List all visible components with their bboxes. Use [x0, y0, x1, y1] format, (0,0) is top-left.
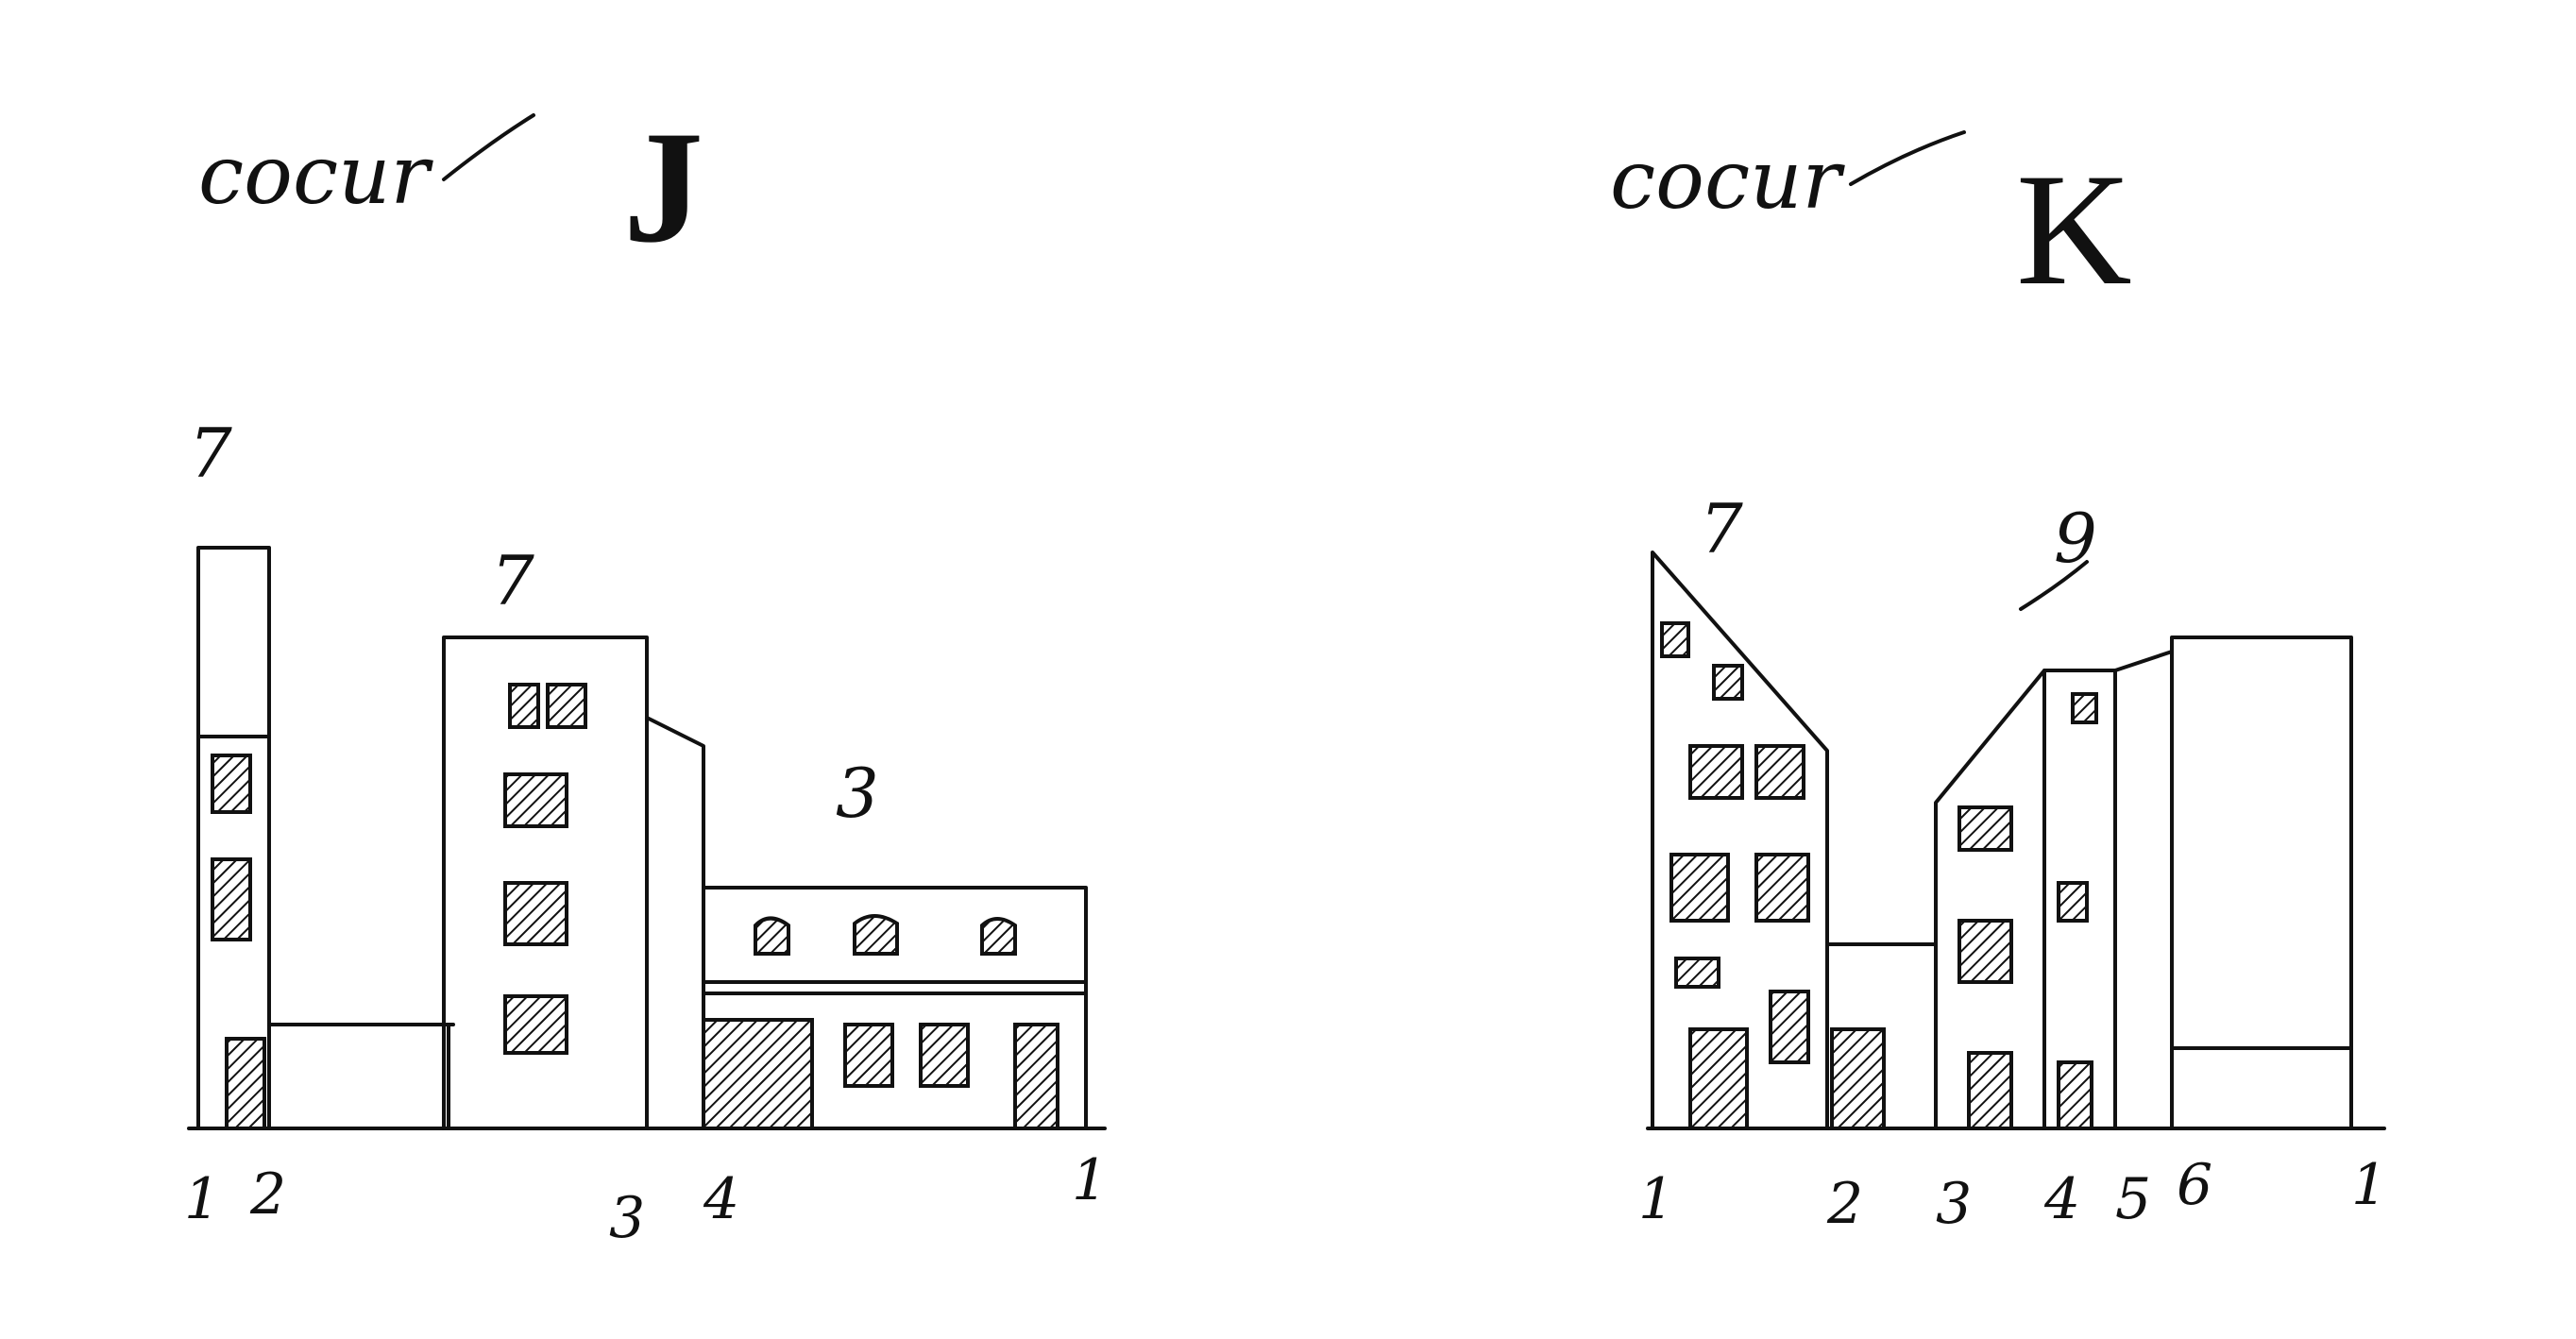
elevation-j: cocur J 7 7 3 — [184, 98, 1108, 1251]
position-number-left-2: 2 — [249, 1161, 286, 1228]
elevation-k: cocur K 7 9 — [1610, 130, 2387, 1237]
position-number-left-3: 3 — [609, 1185, 645, 1251]
position-number-right-7: 1 — [2351, 1152, 2387, 1218]
height-mark-left-3: 3 — [836, 754, 879, 833]
low-wall-right — [1825, 942, 1938, 1130]
annex-left — [645, 716, 705, 1130]
gabled-house — [1651, 551, 1829, 1130]
heading-word-left: cocur — [198, 128, 433, 223]
position-number-right-2: 2 — [1826, 1171, 1863, 1237]
central-house — [442, 636, 649, 1130]
position-number-right-6: 6 — [2177, 1152, 2212, 1218]
low-wall-left — [267, 1023, 455, 1130]
position-number-right-5: 5 — [2115, 1166, 2151, 1232]
height-mark-right-stroke — [2019, 560, 2089, 611]
position-number-left-4: 4 — [703, 1166, 739, 1232]
position-number-left-5: 1 — [1072, 1147, 1108, 1213]
position-number-right-3: 3 — [1936, 1171, 1972, 1237]
height-mark-right-1: 7 — [1700, 489, 1743, 568]
elevation-letter-k: K — [2016, 141, 2132, 318]
height-mark-right-2: 9 — [2054, 499, 2097, 578]
position-number-right-4: 4 — [2043, 1166, 2080, 1232]
low-building — [702, 886, 1088, 1130]
heading-flourish-left — [442, 113, 535, 181]
heading-flourish-right — [1849, 130, 1966, 186]
height-mark-left-2: 7 — [491, 541, 534, 620]
elevation-letter-j: J — [623, 98, 703, 276]
position-number-right-1: 1 — [1638, 1166, 1674, 1232]
tall-block-right — [2113, 636, 2353, 1130]
position-number-left-1: 1 — [184, 1166, 220, 1232]
height-mark-left-1: 7 — [189, 414, 232, 493]
narrow-tower — [196, 546, 271, 1130]
stepped-house — [1934, 669, 2117, 1130]
heading-word-right: cocur — [1610, 133, 1845, 228]
